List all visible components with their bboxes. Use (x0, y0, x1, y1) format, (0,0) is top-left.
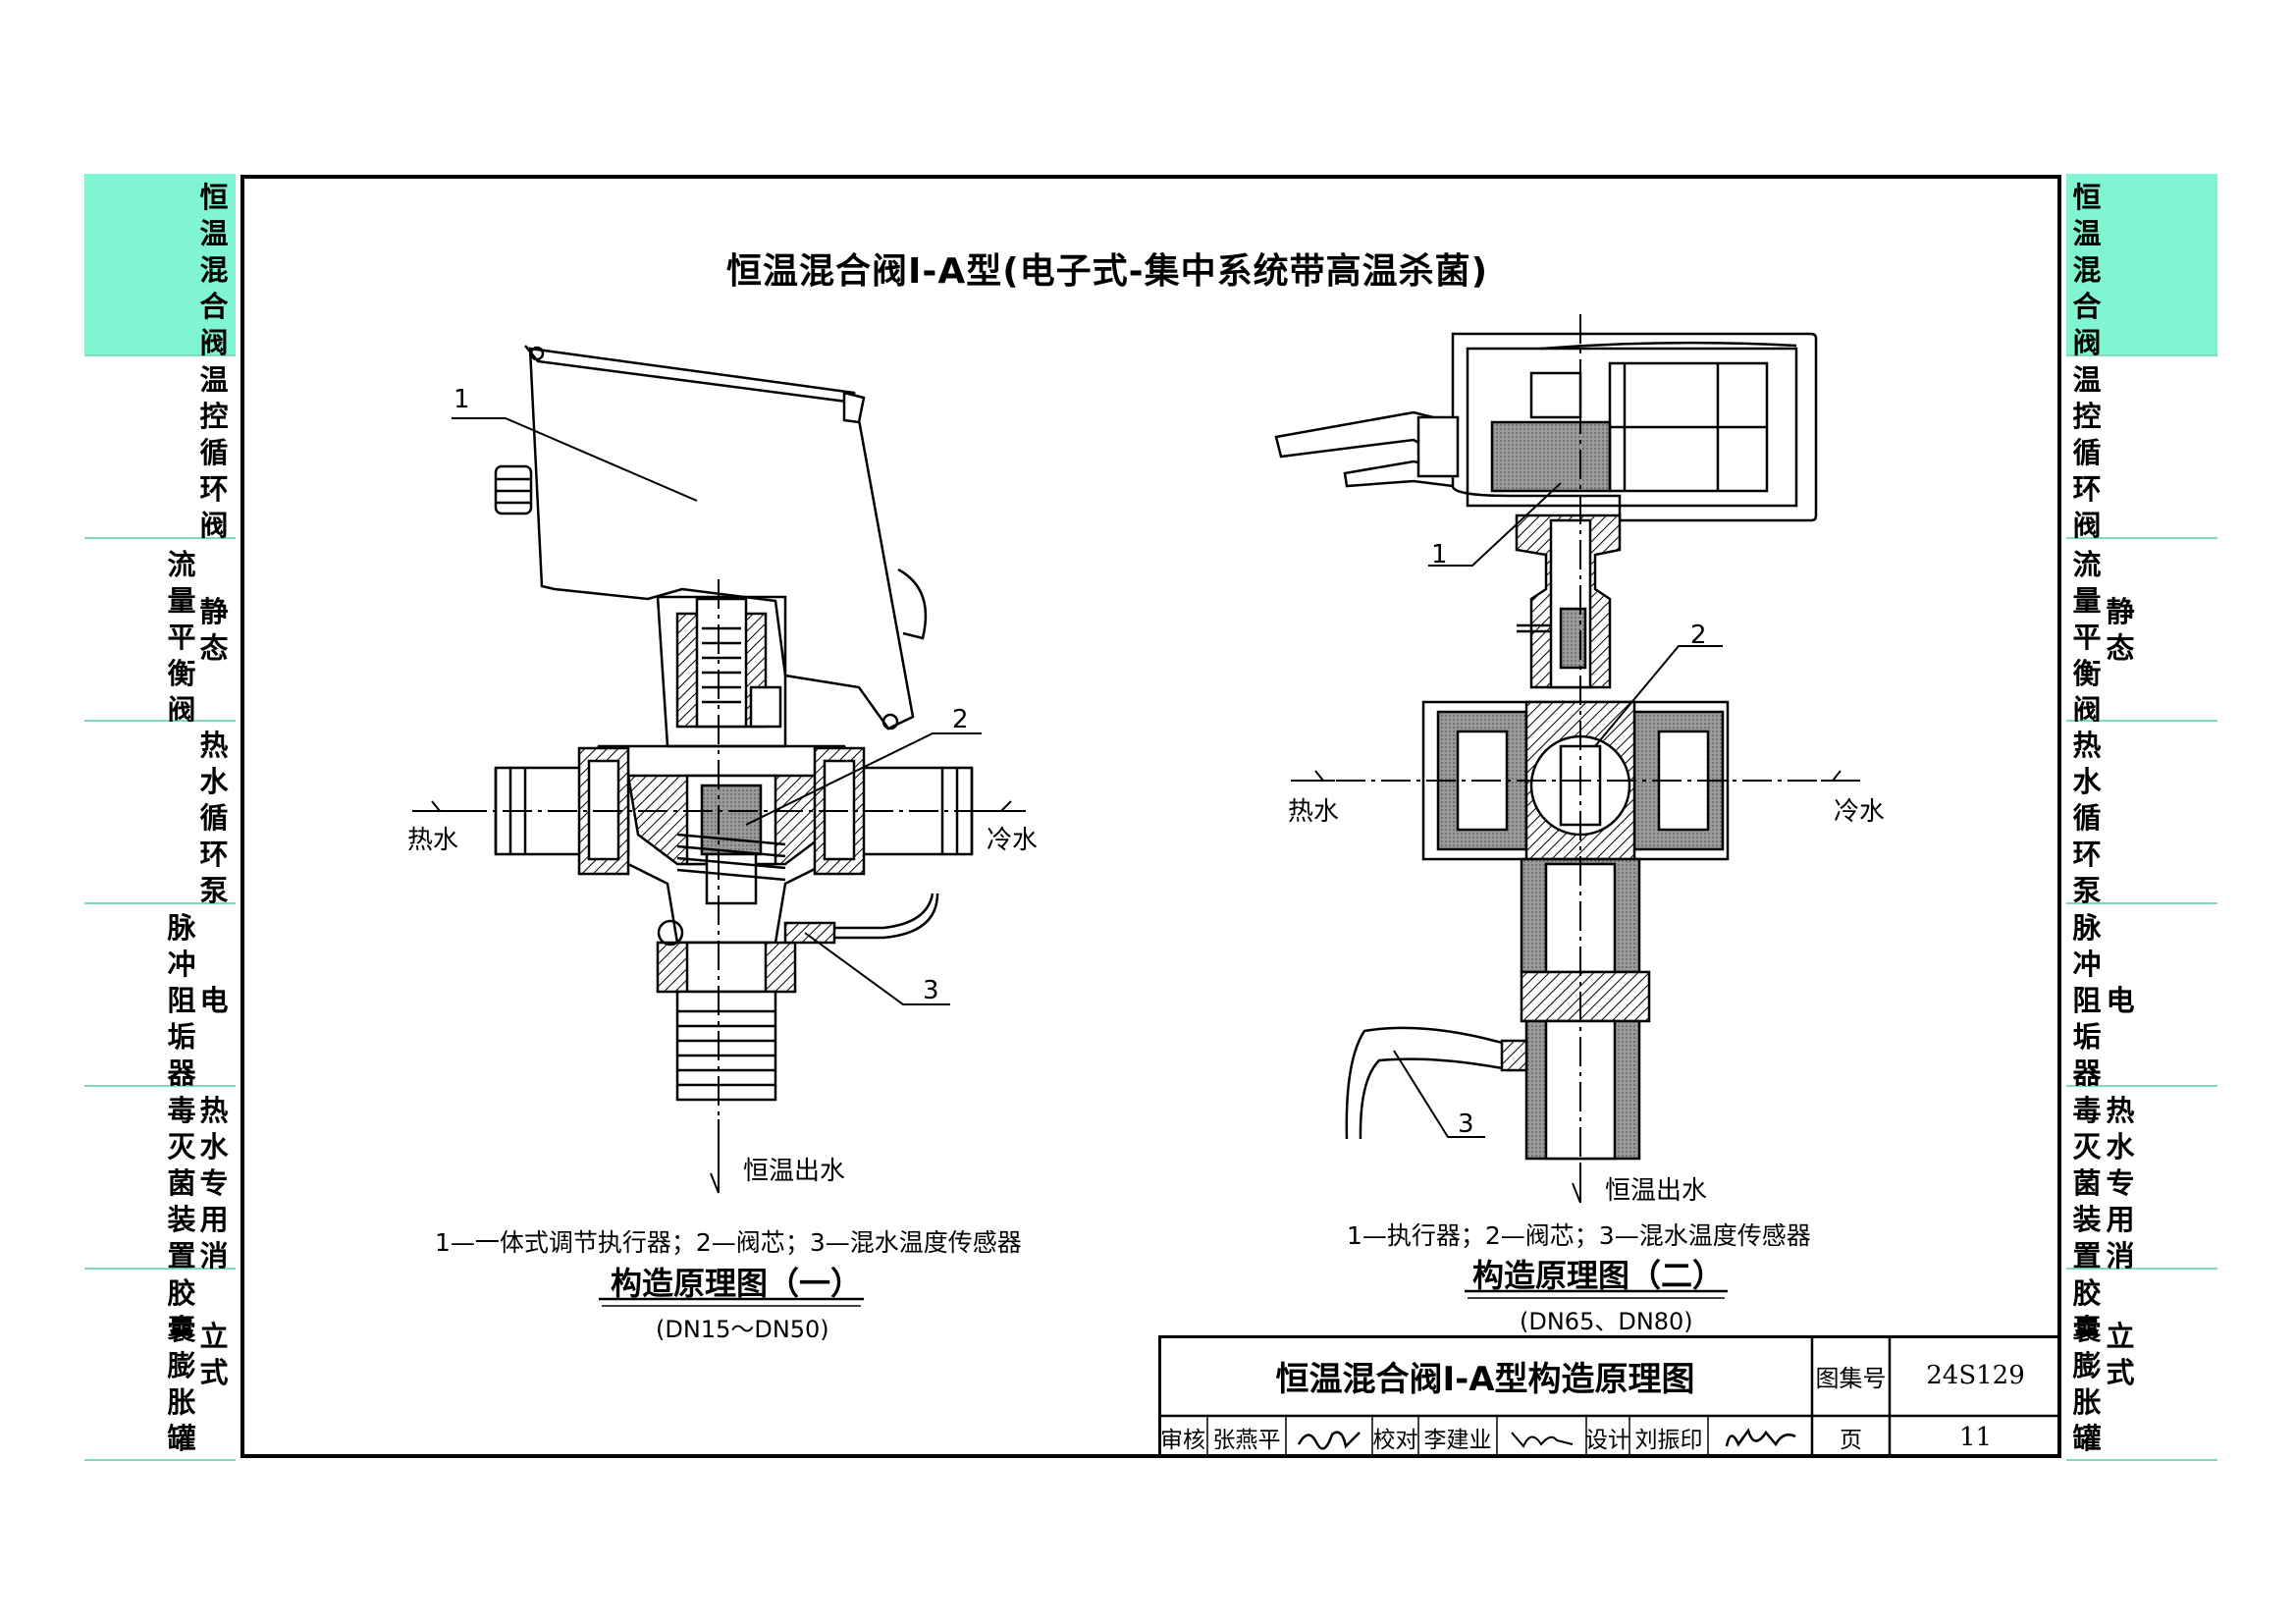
fig2-callout-3: 3 (1458, 1110, 1474, 1139)
figure1-leaders (452, 417, 982, 1005)
figure2-arrows (1291, 314, 1860, 1204)
side-tab-sterilizer[interactable]: 毒灭菌装置 热水专用消 (84, 1087, 236, 1272)
side-tab-flow-balance-valve[interactable]: 流量平衡阀 静态 (84, 539, 236, 727)
fig2-outlet-label: 恒温出水 (1605, 1176, 1708, 1206)
side-tab-sterilizer[interactable]: 毒灭菌装置 热水专用消 (2066, 1087, 2217, 1272)
side-tab-label: 热水循环泵 (199, 729, 229, 907)
side-tab-pulse-descaler[interactable]: 脉冲阻垢器 电 (84, 904, 236, 1090)
side-tab-label-qualifier: 电 (2106, 984, 2135, 1017)
side-tab-mixing-valve[interactable]: 恒温混合阀 (2066, 174, 2217, 359)
side-tab-label-qualifier: 立式 (2106, 1320, 2135, 1389)
side-tab-label: 流量平衡阀 (2072, 548, 2102, 727)
fig2-size-range: (DN65、DN80) (1520, 1308, 1693, 1335)
side-tab-pulse-descaler[interactable]: 脉冲阻垢器 电 (2066, 904, 2217, 1090)
side-tab-hot-water-pump[interactable]: 热水循环泵 (84, 722, 236, 907)
title-block: 恒温混合阀Ⅰ-A型构造原理图 图集号 24S129 审核 张燕平 校对 李建业 … (1158, 1335, 2061, 1458)
fig1-legend: 1—一体式调节执行器；2—阀芯；3—混水温度传感器 (435, 1228, 1022, 1257)
side-tab-label: 毒灭菌装置 (167, 1094, 196, 1272)
check-label: 校对 (1372, 1427, 1418, 1453)
side-tab-flow-balance-valve[interactable]: 流量平衡阀 静态 (2066, 539, 2217, 727)
side-tab-hot-water-pump[interactable]: 热水循环泵 (2066, 722, 2217, 907)
review-label: 审核 (1160, 1427, 1205, 1453)
fig1-cold-water-label: 冷水 (987, 826, 1039, 855)
right-side-index: 恒温混合阀 温控循环阀 流量平衡阀 静态 热水循环泵 脉冲阻垢器 电 毒灭菌装置… (2066, 174, 2217, 1461)
fig1-outlet-label: 恒温出水 (743, 1157, 846, 1186)
actuator-cover (528, 347, 915, 731)
figure2-valve (1274, 332, 1818, 1161)
fig2-callout-1: 1 (1431, 540, 1448, 569)
reviewer-name: 张燕平 (1212, 1427, 1281, 1453)
fig2-callout-2: 2 (1690, 621, 1707, 650)
side-tab-label: 脉冲阻垢器 (167, 911, 196, 1090)
fig1-caption: 构造原理图（一） (611, 1265, 863, 1302)
page-number: 11 (1958, 1422, 1993, 1452)
side-tab-label-qualifier: 静态 (199, 595, 229, 665)
side-tab-label: 脉冲阻垢器 (2072, 911, 2102, 1090)
side-tab-label: 恒温混合阀 (2072, 181, 2102, 359)
page-label: 页 (1840, 1427, 1862, 1453)
checker-signature (1497, 1416, 1586, 1458)
fig1-callout-3: 3 (923, 976, 939, 1005)
fig2-caption: 构造原理图（二） (1472, 1257, 1725, 1294)
side-tab-label-qualifier: 热水专用消 (199, 1094, 229, 1272)
side-tab-label: 热水循环泵 (2072, 729, 2102, 907)
checker-name: 李建业 (1423, 1427, 1492, 1453)
side-tab-label: 恒温混合阀 (199, 181, 229, 359)
left-side-index: 恒温混合阀 温控循环阀 流量平衡阀 静态 热水循环泵 脉冲阻垢器 电 毒灭菌装置… (84, 174, 236, 1461)
figure2-leaders (1393, 482, 1723, 1138)
side-tab-label-qualifier: 热水专用消 (2106, 1094, 2135, 1272)
side-tab-label: 流量平衡阀 (167, 548, 196, 727)
fig2-legend: 1—执行器；2—阀芯；3—混水温度传感器 (1347, 1221, 1811, 1250)
side-tab-label: 温控循环阀 (199, 363, 229, 542)
design-label: 设计 (1585, 1427, 1630, 1453)
sheet-title: 恒温混合阀Ⅰ-A型(电子式-集中系统带高温杀菌) (726, 251, 1489, 292)
fig1-hot-water-label: 热水 (407, 826, 459, 855)
designer-signature (1708, 1416, 1812, 1458)
side-tab-label-qualifier: 静态 (2106, 595, 2135, 665)
signature-scribble (1725, 1427, 1796, 1447)
side-tab-expansion-tank[interactable]: 胶囊膨胀罐 立式 (84, 1270, 236, 1461)
fig2-hot-water-label: 热水 (1288, 797, 1340, 827)
figure1-arrows (412, 579, 1026, 1194)
drawing-title: 恒温混合阀Ⅰ-A型构造原理图 (1275, 1359, 1695, 1399)
fig2-cold-water-label: 冷水 (1834, 797, 1886, 827)
side-tab-temp-control-valve[interactable]: 温控循环阀 (84, 356, 236, 542)
side-tab-label: 胶囊膨胀罐 (2072, 1276, 2102, 1455)
reviewer-signature (1286, 1416, 1372, 1458)
fig1-callout-1: 1 (454, 385, 470, 414)
caption-underlines (599, 1289, 1728, 1307)
side-tab-label: 毒灭菌装置 (2072, 1094, 2102, 1272)
figure1-valve (494, 345, 974, 1102)
atlas-number: 24S129 (1926, 1361, 2025, 1390)
signature-scribble (1510, 1431, 1573, 1448)
title-block-grid (1158, 1335, 2061, 1458)
atlas-label: 图集号 (1815, 1364, 1887, 1392)
side-tab-label-qualifier: 立式 (199, 1320, 229, 1389)
signature-scribble (1297, 1431, 1361, 1450)
fig1-size-range: (DN15～DN50) (656, 1316, 829, 1343)
designer-name: 刘振印 (1634, 1427, 1703, 1453)
drawing-frame (240, 175, 2061, 1458)
side-tab-label: 温控循环阀 (2072, 363, 2102, 542)
side-tab-label-qualifier: 电 (199, 984, 229, 1017)
side-tab-mixing-valve[interactable]: 恒温混合阀 (84, 174, 236, 359)
side-tab-temp-control-valve[interactable]: 温控循环阀 (2066, 356, 2217, 542)
side-tab-expansion-tank[interactable]: 胶囊膨胀罐 立式 (2066, 1270, 2217, 1461)
fig1-callout-2: 2 (952, 705, 969, 734)
side-tab-label: 胶囊膨胀罐 (167, 1276, 196, 1455)
